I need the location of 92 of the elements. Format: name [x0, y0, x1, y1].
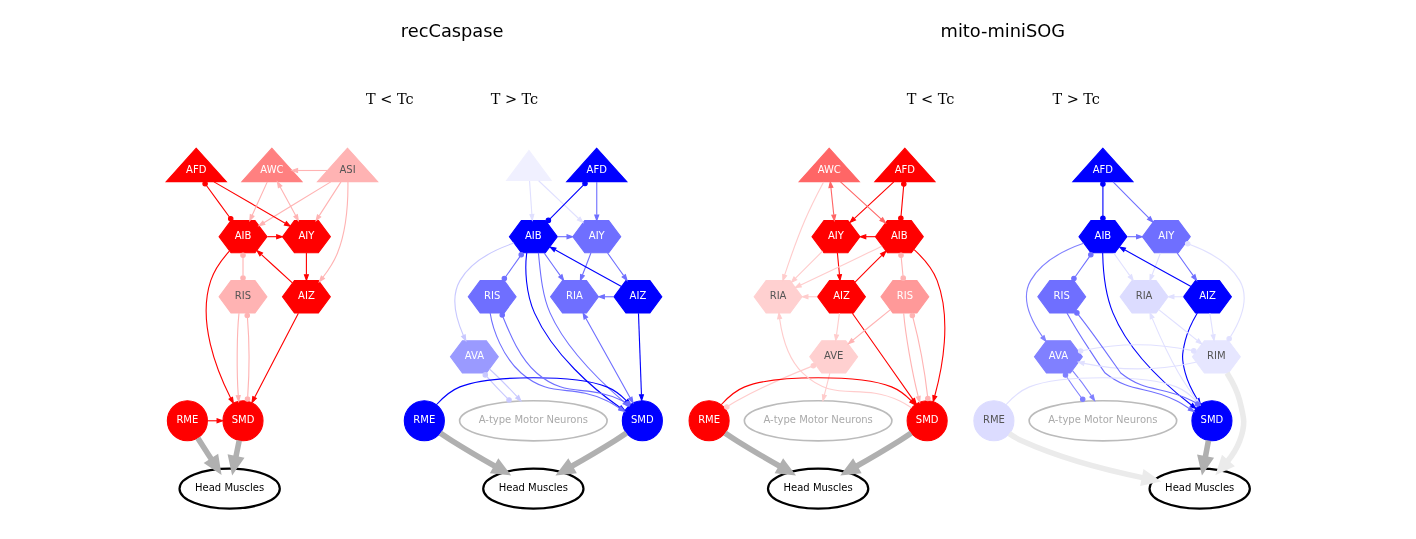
arrow	[848, 181, 895, 224]
label: mito-miniSOG	[940, 19, 1065, 41]
arrow	[1007, 431, 1162, 487]
connector	[898, 181, 907, 222]
arrow	[438, 430, 512, 476]
arrow	[1071, 370, 1096, 402]
arrow	[1118, 246, 1192, 288]
connector	[244, 312, 251, 402]
node-circle: SMD	[222, 400, 264, 442]
arrow	[821, 372, 831, 403]
arrow	[1066, 312, 1196, 413]
connector	[1062, 372, 1086, 403]
arrow	[1076, 360, 1197, 370]
connector	[202, 180, 234, 222]
arrow	[213, 181, 292, 227]
arrow	[1176, 252, 1198, 282]
arrow	[266, 233, 284, 240]
arrow	[1102, 252, 1198, 410]
arrow	[1197, 440, 1215, 476]
arrow	[529, 180, 535, 222]
arrow	[723, 430, 797, 476]
arrow	[276, 180, 300, 223]
arrow	[833, 312, 840, 343]
node-circle: RME	[973, 400, 1015, 442]
arrow	[1026, 242, 1085, 343]
label: recCaspase	[400, 19, 504, 41]
connector	[724, 362, 817, 410]
node-circle: RME	[166, 400, 208, 442]
connector	[482, 372, 512, 403]
arrow	[538, 180, 585, 224]
arrow	[290, 167, 328, 174]
arrow	[318, 181, 349, 283]
label: T < Tc	[366, 91, 414, 108]
node-ellipse: Head Muscles	[178, 467, 281, 510]
connector	[909, 312, 931, 402]
connector	[1100, 181, 1106, 222]
arrow	[607, 252, 628, 282]
arrow	[782, 181, 825, 283]
label: T > Tc	[490, 91, 539, 108]
arrow	[790, 250, 824, 284]
label: T > Tc	[1052, 91, 1100, 108]
arrow	[913, 249, 946, 404]
node-ellipse: Head Muscles	[482, 467, 585, 510]
node-ellipse: A-type Motor Neurons	[743, 399, 893, 442]
arrow	[840, 430, 913, 476]
connector	[545, 180, 588, 224]
arrow	[1215, 371, 1247, 476]
connector	[1184, 241, 1245, 342]
connector	[1077, 344, 1197, 354]
arrow	[235, 312, 241, 403]
node-circle: RME	[403, 400, 445, 442]
arrow	[1158, 309, 1204, 346]
arrow	[195, 436, 222, 475]
arrow	[594, 181, 600, 223]
arrow	[227, 440, 245, 476]
arrow	[315, 181, 342, 222]
connector	[898, 252, 906, 281]
arrow	[548, 246, 623, 288]
arrow	[1126, 233, 1144, 240]
node-ellipse: Head Muscles	[766, 467, 870, 510]
node-triangle	[505, 149, 553, 182]
arrow	[257, 181, 332, 227]
arrow	[454, 242, 515, 343]
arrow	[836, 252, 843, 283]
arrow	[555, 430, 628, 476]
arrow	[543, 252, 565, 282]
arrow	[839, 181, 887, 225]
connector	[501, 252, 525, 282]
arrow	[793, 245, 883, 289]
connector	[1071, 252, 1094, 282]
arrow	[249, 181, 268, 223]
arrow	[205, 250, 235, 405]
arrow	[828, 180, 837, 223]
arrow	[1113, 252, 1135, 282]
arrow	[858, 233, 876, 240]
arrow	[579, 252, 592, 282]
arrow	[303, 252, 310, 283]
arrow	[488, 368, 523, 403]
arrow	[251, 312, 299, 404]
label: T < Tc	[906, 91, 955, 108]
arrow	[854, 250, 888, 283]
arrow	[1149, 252, 1162, 282]
arrow	[255, 249, 293, 284]
arrow	[1112, 181, 1155, 224]
arrow	[597, 294, 615, 300]
arrow	[776, 311, 913, 409]
node-ellipse: Head Muscles	[1148, 467, 1251, 510]
connector	[240, 252, 246, 281]
arrow	[637, 312, 645, 403]
node-ellipse: A-type Motor Neurons	[1028, 399, 1178, 442]
arrow	[847, 309, 891, 345]
arrow	[1209, 312, 1216, 343]
